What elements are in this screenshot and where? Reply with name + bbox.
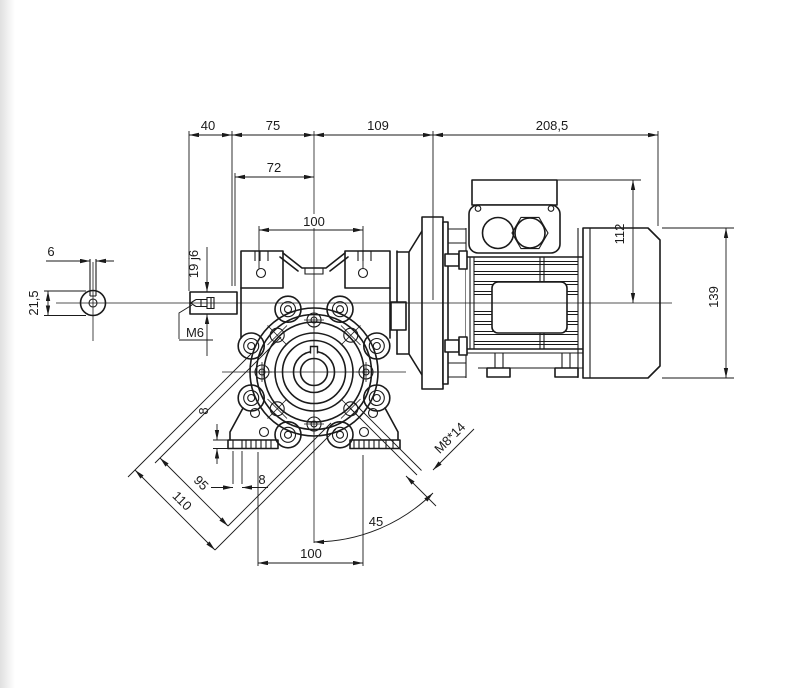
centerlines xyxy=(56,131,672,543)
dim-100-top: 100 xyxy=(303,214,325,229)
dim-8-horizontal: 8 xyxy=(258,472,265,487)
dim-40: 40 xyxy=(201,118,215,133)
dim-109: 109 xyxy=(367,118,389,133)
motor-side-view xyxy=(390,179,661,390)
dim-8-vertical: 8 xyxy=(196,407,211,414)
dim-45: 45 xyxy=(369,514,383,529)
cable-gland-hole xyxy=(514,217,546,249)
cable-gland-hex xyxy=(511,216,549,250)
corner-bolt-holes xyxy=(243,301,385,443)
dim-208-5: 208,5 xyxy=(536,118,569,133)
motor-nameplate xyxy=(491,281,568,334)
page-edge-shadow xyxy=(0,0,15,688)
foot-web-holes xyxy=(249,407,379,438)
terminal-box-lid xyxy=(471,179,558,206)
dim-19j6: 19 j6 xyxy=(186,250,201,278)
dim-139: 139 xyxy=(706,286,721,308)
dim-m6: M6 xyxy=(186,325,204,340)
dim-112: 112 xyxy=(612,224,627,245)
dim-72: 72 xyxy=(267,160,281,175)
dim-21-5: 21,5 xyxy=(26,290,41,315)
cable-gland-hole-2 xyxy=(481,216,515,250)
dim-6: 6 xyxy=(47,244,54,259)
dim-75: 75 xyxy=(266,118,280,133)
dim-100-bottom: 100 xyxy=(300,546,322,561)
